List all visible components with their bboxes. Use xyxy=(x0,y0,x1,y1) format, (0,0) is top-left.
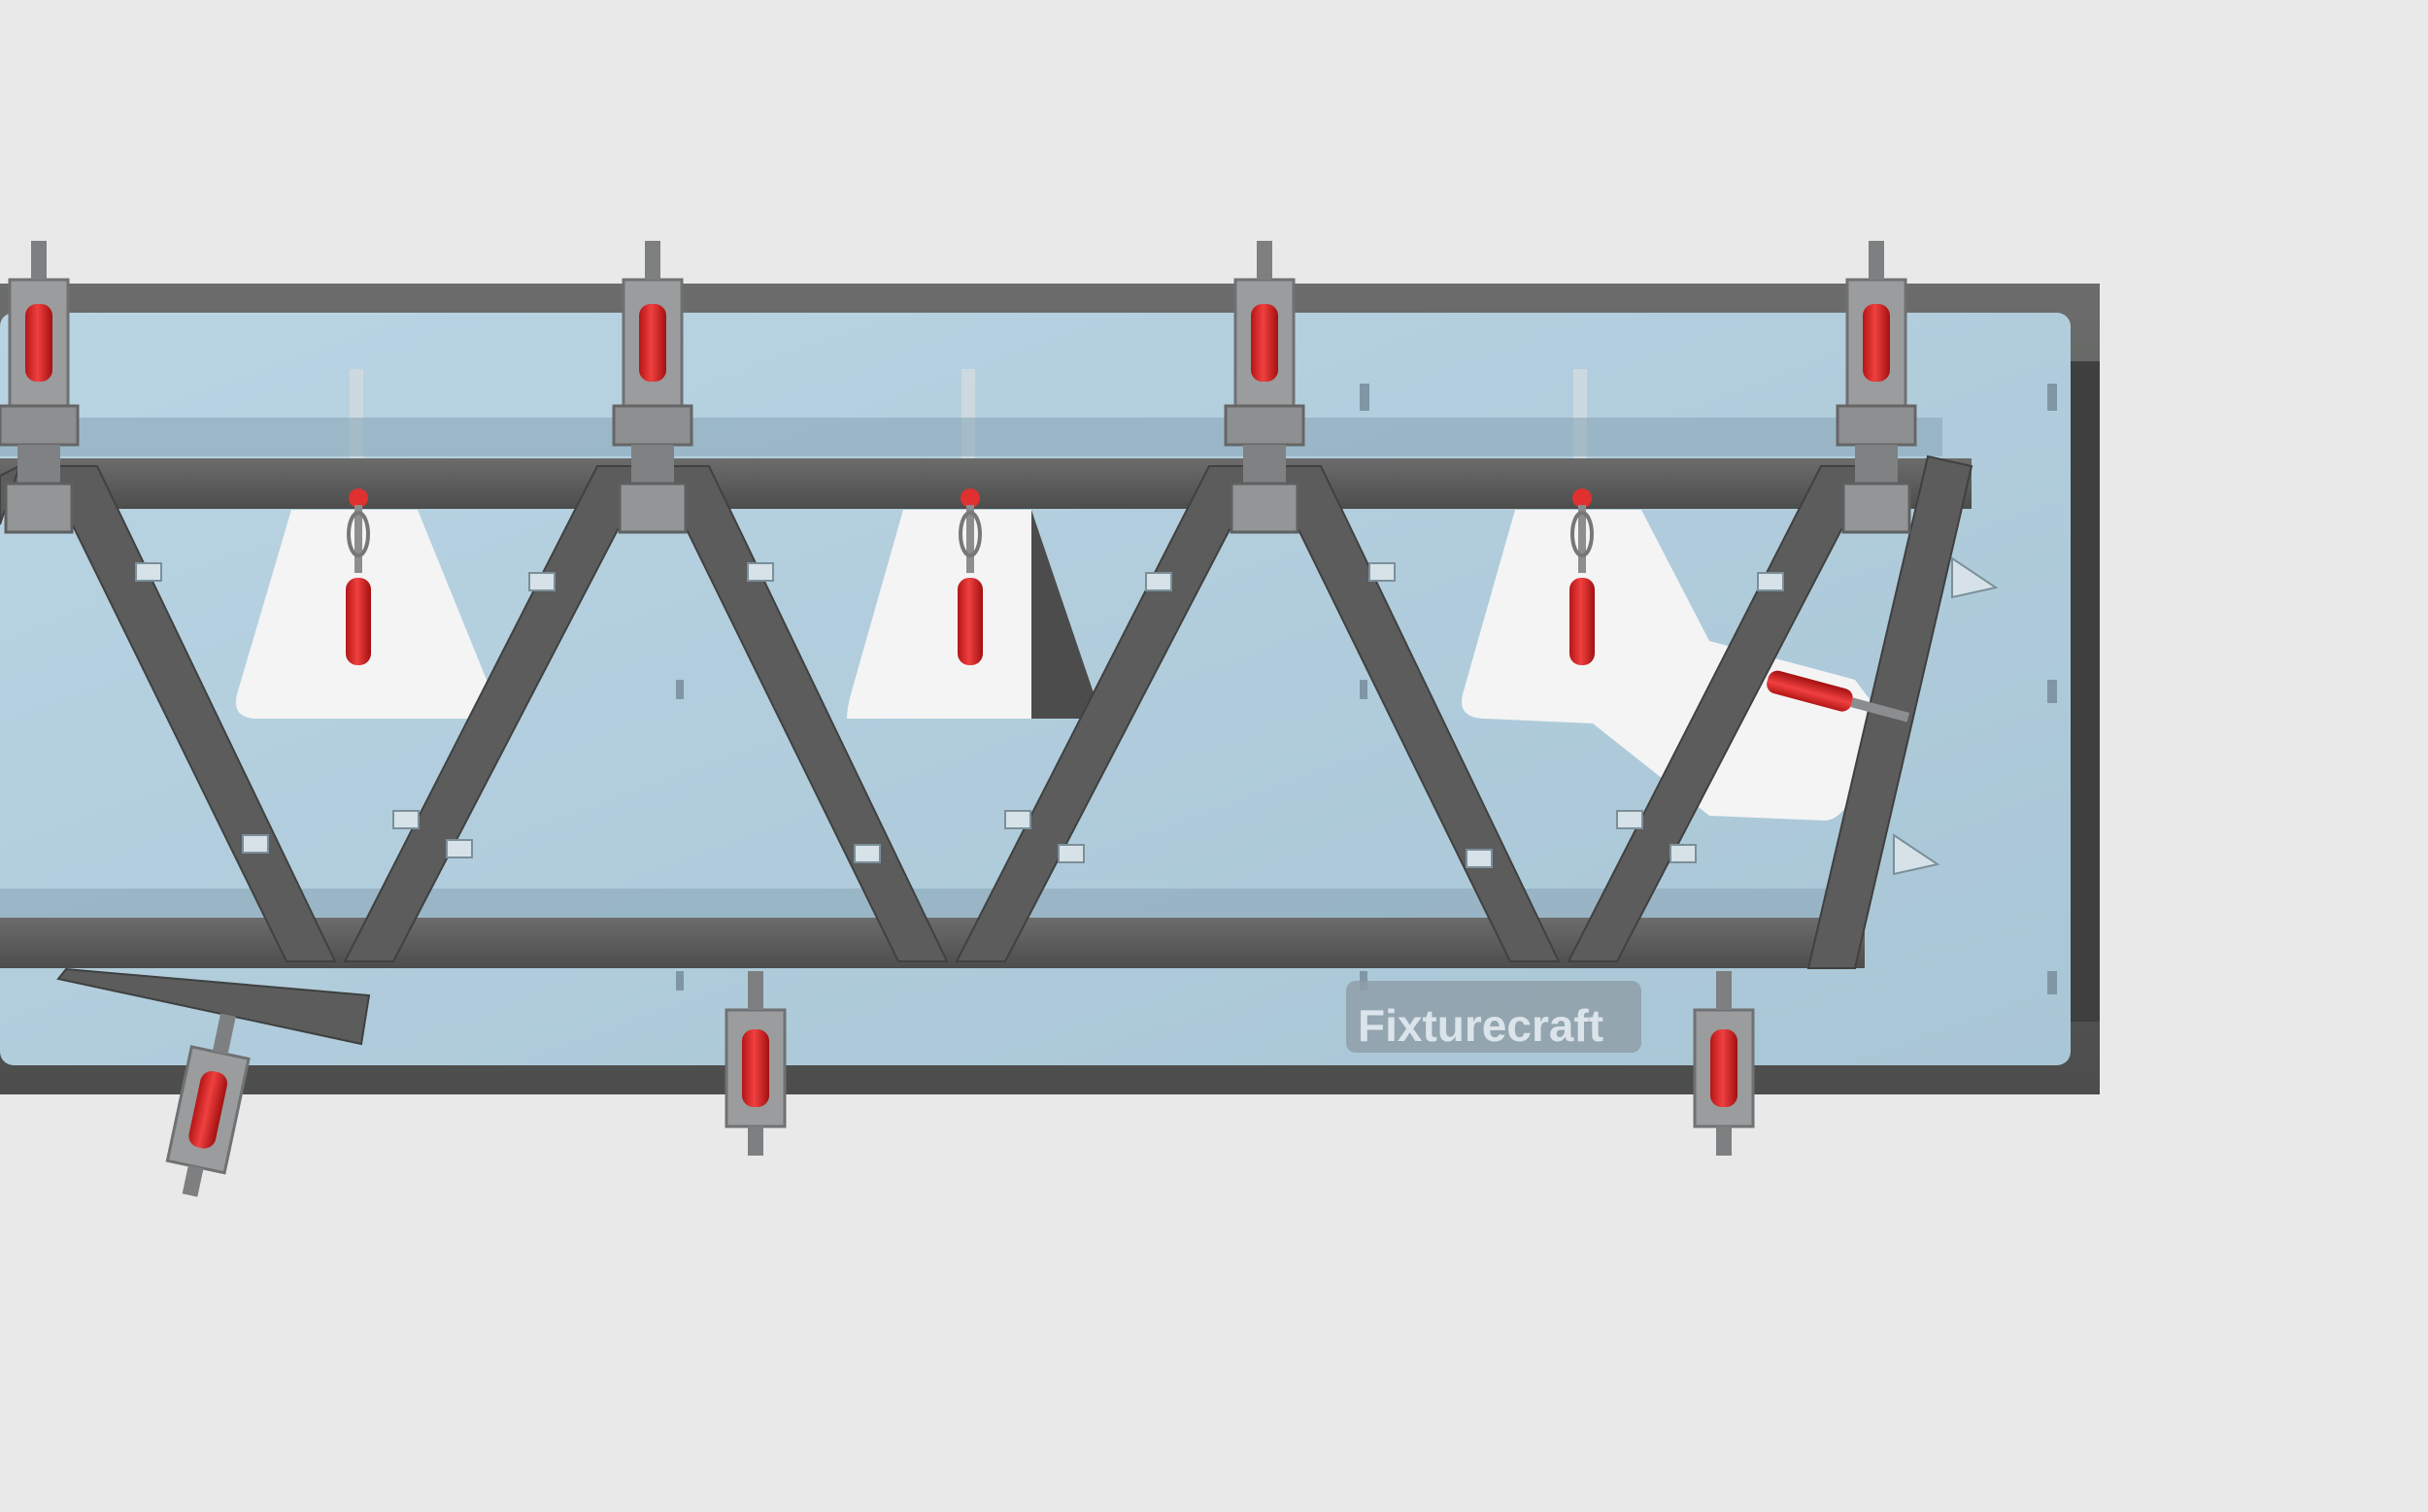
brand-logo: Fixturecraft xyxy=(1346,981,1641,1053)
loose-bar xyxy=(56,967,371,1046)
inner-clamps xyxy=(344,487,1910,722)
truss-top-chord xyxy=(0,458,1972,509)
brand-logo-text: Fixturecraft xyxy=(1358,1000,1603,1051)
locator-blocks xyxy=(135,556,1999,876)
